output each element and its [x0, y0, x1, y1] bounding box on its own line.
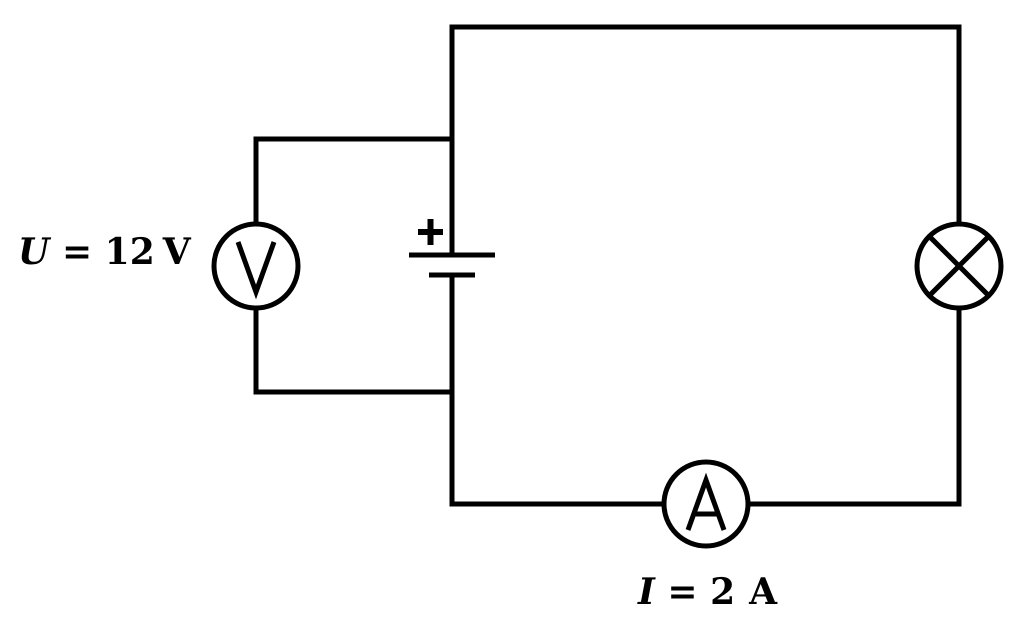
- ammeter-ring: [661, 459, 751, 549]
- wire-ammeter-to-battery-bottom: [449, 272, 666, 507]
- wire-battery-top-to-lamp: [449, 24, 962, 258]
- voltmeter-ring: [211, 221, 301, 311]
- wire-voltmeter-bottom: [253, 306, 455, 395]
- battery-symbol: [409, 219, 495, 278]
- main-loop-wires: [449, 24, 962, 507]
- current-variable: I: [637, 571, 656, 613]
- current-value: 2: [710, 571, 735, 613]
- battery-plus-sign: [418, 219, 443, 245]
- voltage-unit: V: [162, 231, 192, 273]
- current-unit: A: [748, 571, 778, 613]
- lamp: [914, 221, 1004, 311]
- wire-lamp-to-ammeter: [746, 306, 962, 507]
- current-equals: =: [655, 571, 710, 613]
- voltmeter-branch-wires: [253, 136, 455, 395]
- voltmeter-v-glyph: [235, 241, 277, 300]
- ammeter: [661, 459, 751, 549]
- voltage-variable: U: [18, 231, 52, 273]
- lamp-cross-b: [927, 234, 991, 298]
- wire-voltmeter-top: [253, 136, 455, 226]
- voltage-value: 12: [105, 231, 155, 273]
- voltmeter: [211, 221, 301, 311]
- voltage-equals: =: [49, 231, 104, 273]
